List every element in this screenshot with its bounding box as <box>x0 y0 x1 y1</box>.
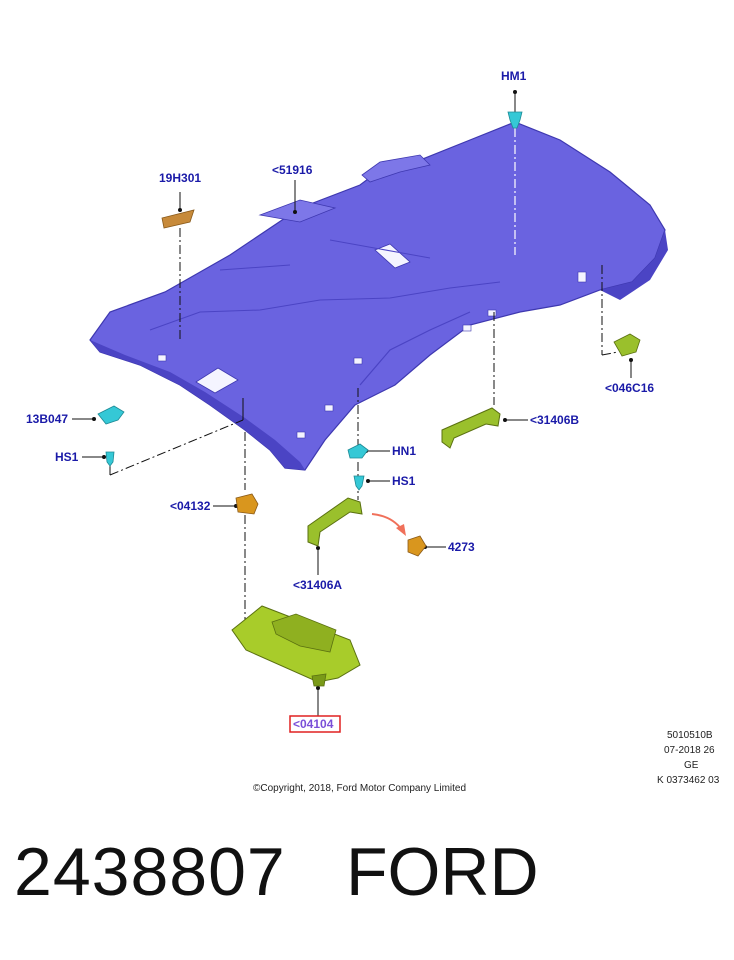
highlight-box <box>289 715 341 733</box>
callout-hs1-right: HS1 <box>392 474 416 488</box>
copyright-text: ©Copyright, 2018, Ford Motor Company Lim… <box>253 783 466 794</box>
callout-hs1-left: HS1 <box>55 450 79 464</box>
grab-handle-31406a-icon <box>307 497 363 547</box>
callout-51916: <51916 <box>272 163 313 177</box>
fastener-hs1-left-icon <box>105 451 115 467</box>
clip-19h301-icon <box>161 209 195 229</box>
bracket-046c16-icon <box>613 333 641 357</box>
brand-name: FORD <box>346 834 539 910</box>
transfer-arrow-icon <box>371 513 406 536</box>
meta-region: GE <box>684 760 699 771</box>
meta-code: 5010510B <box>667 730 713 741</box>
fastener-hm1-icon <box>507 111 523 129</box>
bracket-13b047-icon <box>97 405 125 425</box>
callout-hm1: HM1 <box>501 69 527 83</box>
callout-04104: <04104 <box>293 717 334 731</box>
callout-046c16: <046C16 <box>605 381 654 395</box>
clip-hn1-icon <box>347 443 369 459</box>
callout-31406a: <31406A <box>293 578 342 592</box>
clip-04132-icon <box>235 493 259 515</box>
callout-31406b: <31406B <box>530 413 579 427</box>
fastener-hs1-right-icon <box>353 475 365 491</box>
callout-13b047: 13B047 <box>26 412 68 426</box>
callout-04132: <04132 <box>170 499 211 513</box>
meta-date: 07-2018 26 <box>664 745 715 756</box>
headliner-panel <box>89 121 668 471</box>
parts-diagram: HM1 19H301 <51916 13B047 HS1 HN1 HS1 <04… <box>26 69 720 794</box>
part-number: 2438807 <box>14 834 286 910</box>
meta-ref: K 0373462 03 <box>657 775 720 786</box>
grab-handle-31406b-icon <box>441 407 501 449</box>
callout-19h301: 19H301 <box>159 171 201 185</box>
callout-hn1: HN1 <box>392 444 416 458</box>
sun-visor-04104-icon <box>231 605 361 687</box>
leader-lines <box>72 90 633 716</box>
callout-4273: 4273 <box>448 540 475 554</box>
clip-4273-icon <box>407 535 427 557</box>
